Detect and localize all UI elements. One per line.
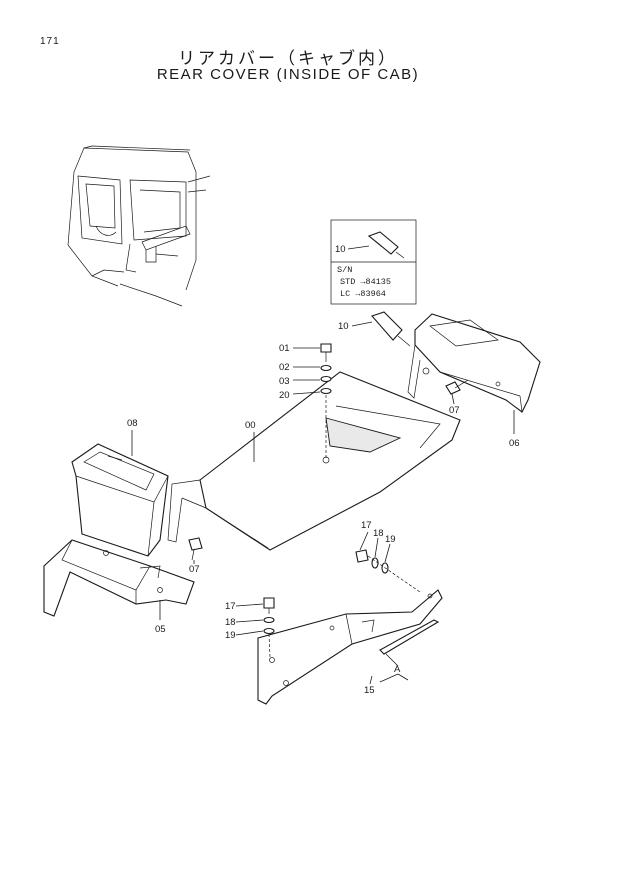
- page-number: 171: [40, 36, 60, 47]
- inset-sn-label: S/N: [337, 265, 352, 275]
- label-03: 03: [279, 376, 290, 387]
- label-01: 01: [279, 343, 290, 354]
- title-japanese: リアカバー（キャブ内）: [178, 49, 398, 69]
- inset-std-range: STD →84135: [340, 277, 391, 287]
- label-A: A: [394, 664, 401, 675]
- leader-15: [369, 675, 373, 685]
- part-05-base-bracket: [43, 539, 195, 617]
- fastener-set-upper: [355, 531, 421, 593]
- label-18-upper: 18: [373, 528, 384, 539]
- part-15-rod: [379, 619, 440, 655]
- inset-lc-range: LC →83964: [340, 289, 386, 299]
- label-00: 00: [245, 420, 256, 431]
- label-06: 06: [509, 438, 520, 449]
- part-06-bracket-cover: [407, 313, 541, 413]
- label-19-upper: 19: [385, 534, 396, 545]
- serial-number-inset: 10 S/N STD →84135 LC →83964: [330, 219, 417, 305]
- fastener-set-lower: [235, 597, 275, 659]
- part-00-rear-cover: [167, 371, 461, 551]
- label-05: 05: [155, 624, 166, 635]
- leader-07-right: [451, 393, 455, 405]
- part-08-storage-box: [71, 443, 169, 557]
- label-17-lower: 17: [225, 601, 236, 612]
- inset-part-label: 10: [335, 244, 346, 255]
- label-20: 20: [279, 390, 290, 401]
- part-10-knob: [351, 311, 411, 347]
- title-english: REAR COVER (INSIDE OF CAB): [156, 66, 420, 83]
- label-17-upper: 17: [361, 520, 372, 531]
- label-19-lower: 19: [225, 630, 236, 641]
- label-07-right: 07: [449, 405, 460, 416]
- cab-overview-illustration: [67, 145, 211, 307]
- part-15-plate: [257, 589, 443, 705]
- inset-knob-part: [367, 231, 399, 255]
- label-08: 08: [127, 418, 138, 429]
- label-07-left: 07: [189, 564, 200, 575]
- part-07-bolt-left: [188, 537, 203, 561]
- label-15: 15: [364, 685, 375, 696]
- label-10: 10: [338, 321, 349, 332]
- fastener-stack-center: [292, 343, 332, 458]
- label-18-lower: 18: [225, 617, 236, 628]
- label-02: 02: [279, 362, 290, 373]
- part-07-bolt-right: [445, 379, 469, 395]
